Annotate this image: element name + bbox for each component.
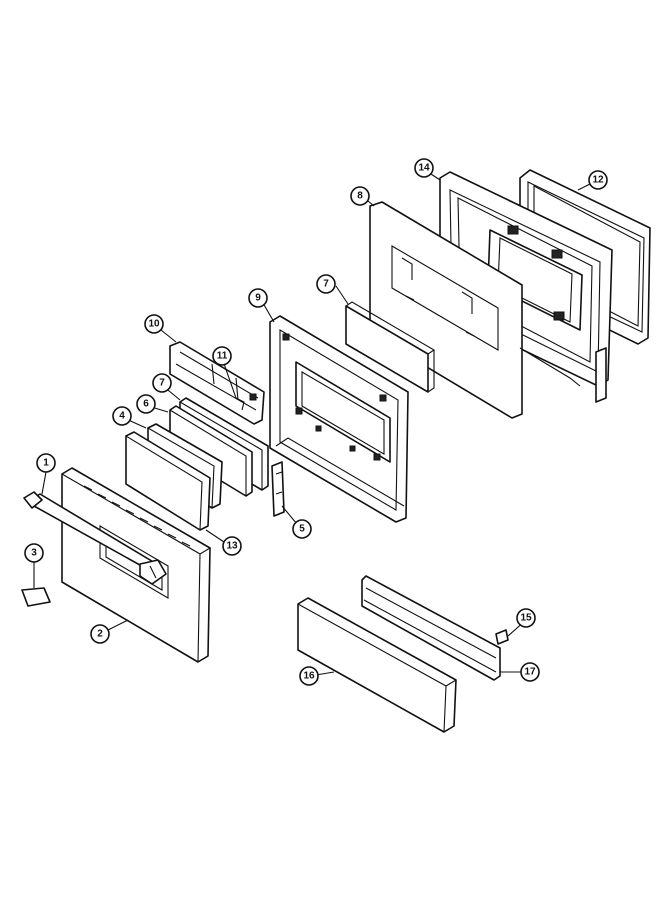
callout-17: 17	[520, 662, 540, 682]
inner-door-panel-part	[269, 315, 409, 523]
inner-glass-part	[345, 301, 436, 393]
svg-text:2: 2	[97, 629, 103, 640]
svg-text:17: 17	[524, 667, 536, 678]
svg-text:13: 13	[226, 541, 238, 552]
svg-text:12: 12	[592, 175, 604, 186]
callout-14: 14	[414, 158, 434, 178]
callout-15: 15	[516, 608, 536, 628]
callout-4: 4	[112, 406, 132, 426]
svg-text:3: 3	[31, 548, 37, 559]
callout-7-right: 7	[316, 274, 336, 294]
svg-text:9: 9	[255, 293, 261, 304]
callout-8: 8	[350, 186, 370, 206]
svg-text:7: 7	[159, 378, 165, 389]
svg-text:11: 11	[217, 351, 228, 362]
callout-1: 1	[36, 453, 56, 473]
outer-glass-part	[125, 431, 211, 531]
callout-2: 2	[90, 624, 110, 644]
callout-5: 5	[292, 519, 312, 539]
door-handle-part	[23, 491, 167, 585]
svg-text:14: 14	[418, 163, 430, 174]
callout-11: 11	[212, 346, 232, 366]
callout-13: 13	[222, 536, 242, 556]
svg-text:1: 1	[43, 458, 49, 469]
hinge-bracket-part	[271, 461, 285, 517]
svg-text:5: 5	[299, 524, 305, 535]
svg-text:16: 16	[303, 671, 315, 682]
svg-text:4: 4	[119, 411, 125, 422]
callout-7-left: 7	[152, 373, 172, 393]
callout-3: 3	[24, 543, 44, 563]
spacer-clip-part	[235, 397, 245, 411]
handle-end-cap-part	[21, 587, 51, 607]
outer-door-panel-part	[61, 467, 211, 663]
callout-16: 16	[299, 666, 319, 686]
svg-text:7: 7	[323, 279, 329, 290]
callout-6: 6	[136, 394, 156, 414]
kick-panel-part	[297, 597, 457, 733]
svg-text:8: 8	[357, 191, 363, 202]
svg-text:15: 15	[520, 613, 532, 624]
svg-text:10: 10	[148, 319, 160, 330]
callout-10: 10	[144, 314, 164, 334]
inner-door-frame-part	[439, 171, 613, 403]
door-vent-slots	[83, 485, 191, 547]
svg-text:6: 6	[143, 399, 149, 410]
glass-support-channel-part	[169, 341, 265, 425]
mounting-rail-part	[361, 575, 501, 681]
rail-clip-part	[495, 629, 509, 645]
callout-12: 12	[588, 170, 608, 190]
callout-9: 9	[248, 288, 268, 308]
